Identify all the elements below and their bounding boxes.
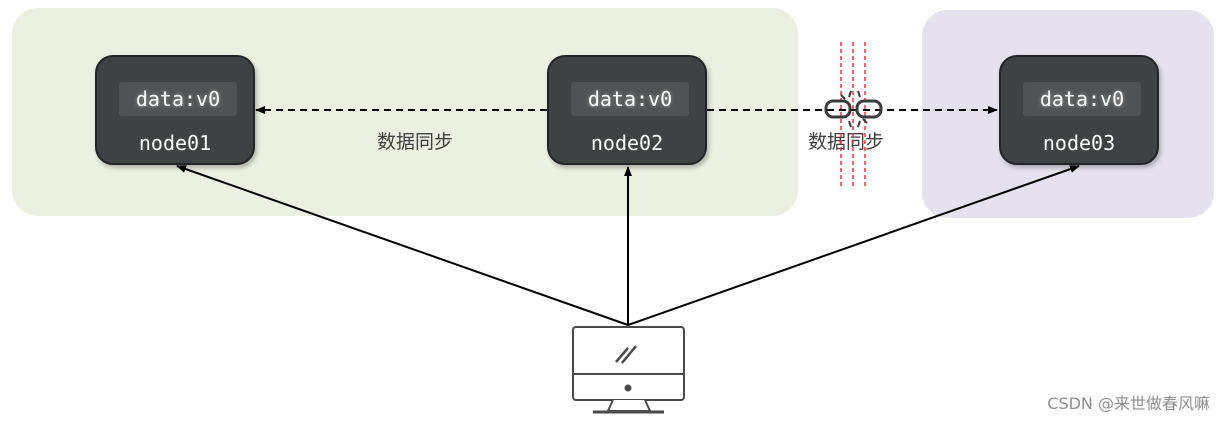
node03-data-value: data:v0 [1023,82,1141,116]
node01-data-value: data:v0 [119,82,237,116]
watermark: CSDN @来世做春风嘛 [1047,394,1210,413]
node02-label: node02 [590,131,664,155]
partition-break-marker [840,42,866,188]
node03-label: node03 [1042,131,1116,155]
node03-box: data:v0 node03 [999,55,1159,165]
client-arrow-node03 [627,165,1080,326]
client-arrow-node01 [176,165,629,326]
node02-box: data:v0 node02 [547,55,707,165]
desktop-computer-icon [572,326,685,414]
node02-data-value: data:v0 [571,82,689,116]
node01-box: data:v0 node01 [95,55,255,165]
node01-label: node01 [138,131,212,155]
sync-label-node02-node01: 数据同步 [377,131,454,153]
broken-link-icon [824,90,883,128]
